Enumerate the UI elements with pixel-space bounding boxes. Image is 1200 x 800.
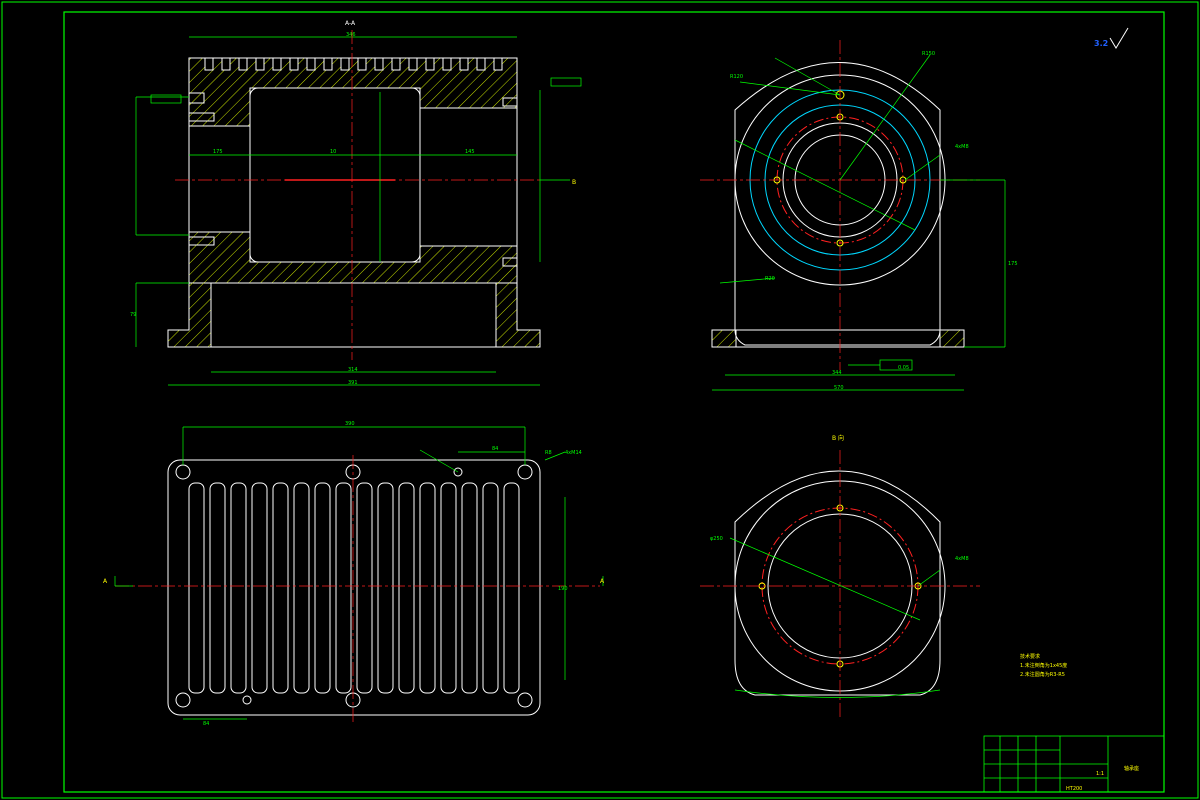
dim-front-height: 175 — [1008, 261, 1018, 267]
section-view-a-a: A-A 346 — [130, 20, 582, 386]
section-title: A-A — [345, 20, 356, 27]
dim-bottom-inner: 314 — [348, 367, 358, 373]
notes-title: 技术要求 — [1020, 653, 1040, 660]
front-view: 570 344 175 4xM8 R150 R120 R20 0.05 — [700, 40, 1018, 391]
inner-frame — [63, 11, 1165, 793]
b-view-outline — [734, 470, 941, 696]
dim-b-view-holes: 4xM8 — [955, 556, 969, 562]
dim-bore-mid: 10 — [330, 149, 336, 155]
dim-height-left: 79 — [130, 312, 136, 318]
dim-plan-bottom: 84 — [203, 721, 209, 727]
section-marker-b: B — [572, 179, 576, 186]
dim-front-r-small: R120 — [730, 74, 743, 80]
dim-plan-small: R8 — [545, 450, 552, 456]
dim-front-width-inner: 344 — [832, 370, 842, 376]
note-2: 2.未注圆角为R3-R5 — [1020, 671, 1065, 678]
dim-bore-right: 145 — [465, 149, 475, 155]
title-part-name: 轴承座 — [1124, 765, 1139, 772]
plan-view: 390 84 4xM14 R8 190 84 A A — [103, 421, 605, 727]
b-view-title: B 向 — [832, 434, 844, 442]
dim-plan-overall: 390 — [345, 421, 355, 427]
dim-plan-vertical: 190 — [558, 586, 568, 592]
top-slots — [204, 57, 503, 71]
note-1: 1.未注倒角为1x45度 — [1020, 662, 1067, 669]
dim-bore-left: 175 — [213, 149, 223, 155]
technical-notes: 技术要求 1.未注倒角为1x45度 2.未注圆角为R3-R5 — [1020, 653, 1067, 678]
roughness-symbol: 3.2 — [1094, 27, 1129, 49]
dim-bottom-outer: 391 — [348, 380, 358, 386]
dim-front-flat: 0.05 — [898, 365, 909, 371]
section-marker-a-right: A — [600, 578, 605, 585]
dim-plan-hole-note: 4xM14 — [565, 450, 582, 456]
title-material: HT200 — [1066, 786, 1082, 792]
dim-plan-pitch: 84 — [492, 446, 498, 452]
section-marker-a-left: A — [103, 578, 108, 585]
dim-top-overall: 346 — [346, 32, 356, 38]
b-view: B 向 4xM8 φ250 — [700, 434, 980, 720]
roughness-value: 3.2 — [1094, 39, 1108, 48]
dim-front-r-top: R150 — [922, 51, 935, 57]
title-scale: 1:1 — [1096, 771, 1104, 777]
dim-front-r-base: R20 — [765, 276, 775, 282]
dim-front-width-bottom: 570 — [834, 385, 844, 391]
title-block — [983, 735, 1165, 793]
dim-b-view-dia: φ250 — [710, 536, 723, 542]
dim-front-holes: 4xM8 — [955, 144, 969, 150]
